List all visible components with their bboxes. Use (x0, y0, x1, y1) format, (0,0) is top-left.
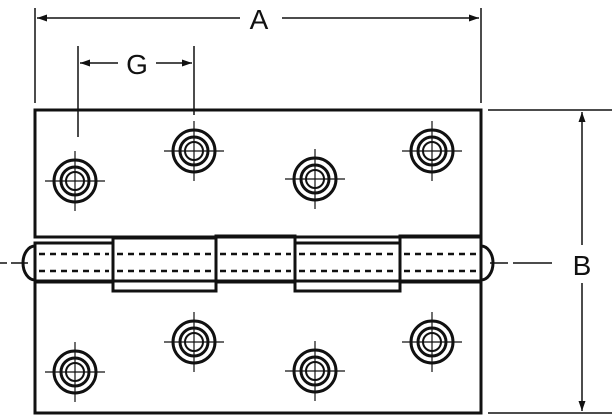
top-leaf (33, 108, 483, 239)
hinge-knuckles (21, 234, 495, 293)
screw-hole (285, 341, 345, 401)
dimension-a-label: A (250, 4, 269, 35)
knuckle-1 (33, 241, 115, 284)
knuckle-5 (398, 234, 483, 284)
dimension-g: G (77, 46, 195, 137)
screw-hole (164, 312, 224, 372)
bottom-leaf (33, 279, 483, 415)
screw-hole (164, 121, 224, 181)
dimension-b: B (488, 109, 612, 414)
knuckle-4 (293, 241, 402, 293)
screw-hole (285, 149, 345, 209)
dimension-b-label: B (573, 250, 592, 281)
screw-hole (45, 151, 105, 211)
dimension-a: A (34, 4, 482, 103)
screw-hole (45, 342, 105, 402)
screw-hole (402, 121, 462, 181)
dimension-g-label: G (126, 49, 148, 80)
knuckle-3 (214, 234, 297, 284)
screw-hole (402, 312, 462, 372)
knuckle-2 (111, 236, 218, 293)
screw-holes (45, 121, 462, 402)
